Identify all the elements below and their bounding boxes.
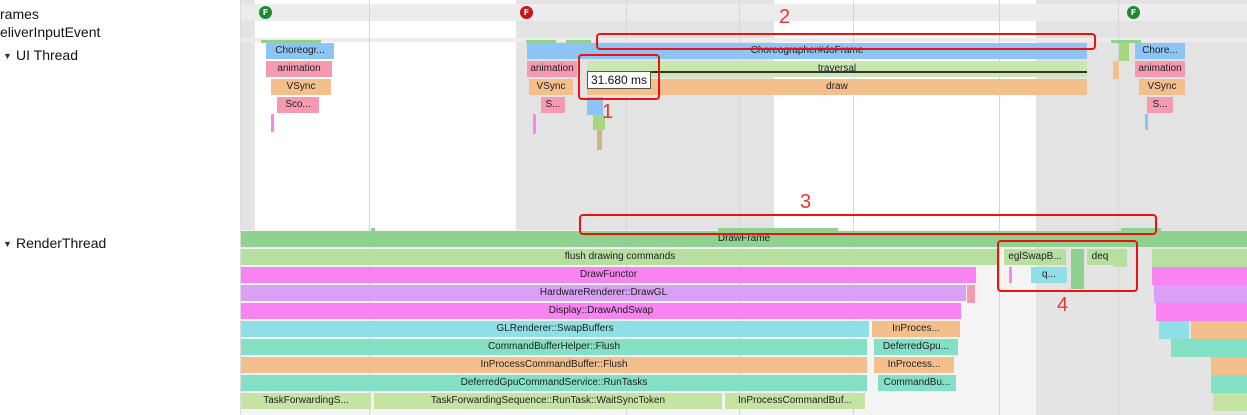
- rt-slice-drawframe[interactable]: DrawFrame: [241, 231, 1247, 247]
- ui-slice-animation[interactable]: animation: [1135, 61, 1185, 77]
- callout-box-1: [578, 54, 660, 100]
- rt-slice-flush-right[interactable]: [1152, 249, 1247, 267]
- rt-slice-hardware-renderer[interactable]: HardwareRenderer::DrawGL: [241, 285, 966, 301]
- ui-slice-input[interactable]: [1119, 43, 1129, 61]
- grid-line: [739, 0, 740, 415]
- rt-slice-drawfunctor-right[interactable]: [1152, 267, 1247, 285]
- ui-slice-choreographer[interactable]: Chore...: [1135, 43, 1185, 59]
- deliver-input-slice[interactable]: [261, 40, 321, 43]
- callout-box-3: [579, 214, 1157, 235]
- rt-slice-drawfunctor[interactable]: DrawFunctor: [241, 267, 976, 283]
- rt-slice-flush-drawing[interactable]: flush drawing commands: [241, 249, 999, 265]
- rt-slice-inprocess-cb[interactable]: InProcessCommandBuf...: [725, 393, 865, 409]
- callout-box-2: [596, 33, 1096, 50]
- ui-slice-tiny[interactable]: [271, 114, 274, 132]
- ui-slice-vsync[interactable]: VSync: [271, 79, 331, 95]
- callout-number-1: 1: [602, 101, 614, 123]
- collapse-triangle-icon[interactable]: ▼: [3, 239, 12, 249]
- rt-slice-taskforwarding-wait[interactable]: TaskForwardingSequence::RunTask::WaitSyn…: [374, 393, 722, 409]
- frames-track-bg: [241, 4, 1247, 21]
- ui-slice-tiny[interactable]: [1113, 61, 1119, 79]
- rt-slice-commandbuffer-helper[interactable]: CommandBufferHelper::Flush: [241, 339, 867, 355]
- rt-slice-right[interactable]: [1211, 375, 1247, 393]
- rt-marker: [718, 228, 748, 232]
- rt-slice-q[interactable]: q...: [1031, 267, 1067, 283]
- rt-slice-deferred-gpu-runtasks[interactable]: DeferredGpuCommandService::RunTasks: [241, 375, 867, 391]
- rt-slice-deferred-gpu[interactable]: DeferredGpu...: [874, 339, 958, 355]
- rt-slice-display-draw[interactable]: Display::DrawAndSwap: [241, 303, 961, 319]
- deliver-input-slice[interactable]: [1111, 40, 1141, 43]
- rt-slice-right[interactable]: [1213, 393, 1247, 411]
- grid-line: [999, 0, 1000, 415]
- ui-slice-vsync[interactable]: VSync: [1139, 79, 1185, 95]
- rt-slice-hwr-right[interactable]: [1154, 285, 1247, 303]
- ui-slice-nested[interactable]: [597, 130, 602, 150]
- ui-slice-nested[interactable]: [587, 97, 603, 115]
- grid-line: [853, 0, 854, 415]
- rt-slice-nested[interactable]: [1071, 249, 1084, 289]
- frame-marker-good[interactable]: F: [259, 6, 272, 19]
- ui-slice-traversal[interactable]: traversal: [587, 61, 1087, 77]
- rt-slice-tiny[interactable]: [967, 285, 975, 303]
- rt-slice-nested[interactable]: [1113, 249, 1127, 267]
- grid-line: [369, 0, 370, 415]
- rt-slice-inprocess[interactable]: InProcess...: [874, 357, 954, 373]
- frame-marker-janky[interactable]: F: [520, 6, 533, 19]
- ui-slice-animation[interactable]: animation: [527, 61, 577, 77]
- rt-slice-right[interactable]: [1211, 357, 1247, 375]
- rt-slice-right[interactable]: [1159, 321, 1189, 339]
- ui-slice-tiny[interactable]: [1145, 114, 1148, 130]
- ui-slice-choreographer[interactable]: Choreogr...: [266, 43, 334, 59]
- track-label-deliver-input[interactable]: eliverInputEvent: [0, 24, 101, 40]
- ui-slice-animation[interactable]: animation: [266, 61, 332, 77]
- ui-slice-draw[interactable]: draw: [587, 79, 1087, 95]
- ui-slice-nested[interactable]: [593, 115, 605, 130]
- callout-number-4: 4: [1057, 294, 1069, 316]
- track-label-render-thread[interactable]: RenderThread: [16, 235, 107, 251]
- timeline-area[interactable]: F F F Choreogr... animation VSync Sco...…: [241, 0, 1247, 415]
- rt-marker: [1121, 228, 1161, 232]
- rt-marker: [748, 228, 838, 232]
- rt-slice-taskforwarding-short[interactable]: TaskForwardingS...: [241, 393, 371, 409]
- frame-marker-good[interactable]: F: [1127, 6, 1140, 19]
- duration-tooltip: 31.680 ms: [587, 71, 652, 89]
- deliver-track-bg: [241, 38, 1247, 42]
- ui-slice-tiny[interactable]: [533, 114, 536, 134]
- grid-line: [1118, 0, 1119, 415]
- collapse-triangle-icon[interactable]: ▼: [3, 51, 12, 61]
- rt-slice-inproc[interactable]: InProces...: [872, 321, 960, 337]
- ui-slice-s[interactable]: S...: [541, 97, 565, 113]
- rt-slice-eglswap[interactable]: eglSwapB...: [1004, 249, 1066, 265]
- grid-line: [626, 0, 627, 415]
- ui-slice-traversal-line: [587, 71, 1087, 73]
- rt-slice-inprocess-cb-flush[interactable]: InProcessCommandBuffer::Flush: [241, 357, 867, 373]
- rt-slice-right[interactable]: [1191, 321, 1247, 339]
- track-labels-panel: rames eliverInputEvent ▼ UI Thread ▼ Ren…: [0, 0, 241, 415]
- callout-number-2: 2: [779, 6, 791, 28]
- track-label-ui-thread[interactable]: UI Thread: [16, 47, 78, 63]
- rt-slice-glrenderer-swap[interactable]: GLRenderer::SwapBuffers: [241, 321, 869, 337]
- rt-slice-commandbuffer[interactable]: CommandBu...: [878, 375, 956, 391]
- ui-slice-scroll[interactable]: Sco...: [277, 97, 319, 113]
- deliver-input-slice[interactable]: [526, 40, 556, 43]
- callout-box-4: [997, 240, 1138, 292]
- ui-slice-vsync[interactable]: VSync: [529, 79, 573, 95]
- rt-slice-display-right[interactable]: [1156, 303, 1247, 321]
- deliver-input-slice[interactable]: [566, 40, 591, 43]
- rt-marker: [371, 228, 375, 232]
- track-label-frames[interactable]: rames: [0, 6, 39, 22]
- ui-slice-s[interactable]: S...: [1147, 97, 1173, 113]
- callout-number-3: 3: [800, 191, 812, 213]
- ui-slice-main-choreographer[interactable]: Choreographer#doFrame: [527, 43, 1087, 59]
- rt-slice-tiny[interactable]: [1009, 267, 1012, 283]
- rt-slice-right[interactable]: [1171, 339, 1247, 357]
- rt-slice-deq[interactable]: deq: [1087, 249, 1113, 265]
- frame-band: [241, 0, 255, 230]
